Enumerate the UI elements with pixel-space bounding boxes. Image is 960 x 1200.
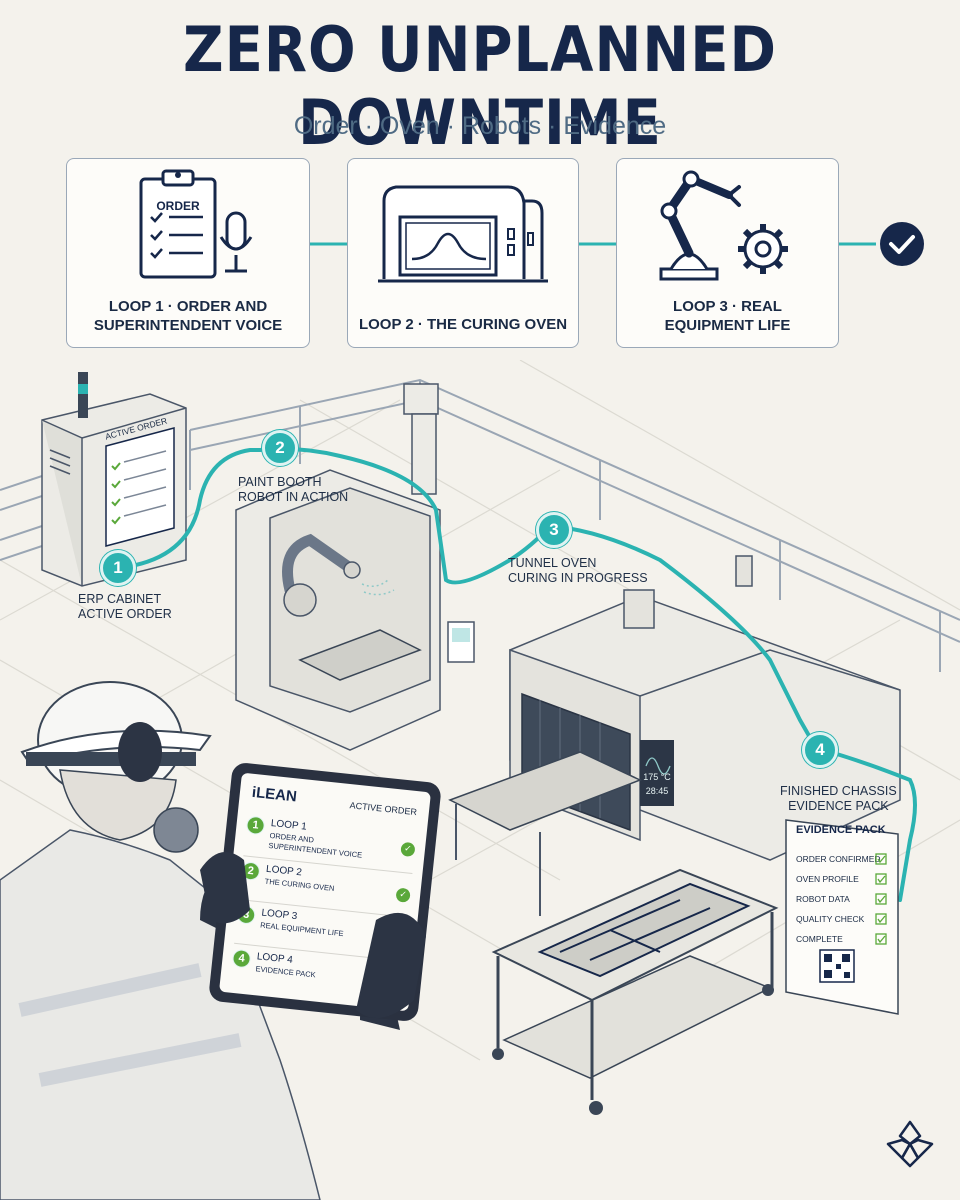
chassis-cart xyxy=(491,868,779,1115)
page-title: ZERO UNPLANNED DOWNTIME xyxy=(183,14,777,160)
evidence-item: QUALITY CHECK xyxy=(796,914,865,924)
step-3-badge: 3 xyxy=(536,512,572,548)
tunnel-oven xyxy=(448,555,901,916)
step-4-badge: 4 xyxy=(802,732,838,768)
loop-card-1-label: LOOP 1 · ORDER AND SUPERINTENDENT VOICE xyxy=(67,297,309,335)
oven-temperature: 175 °C xyxy=(643,772,671,782)
loop-card-1-label-line2: SUPERINTENDENT VOICE xyxy=(93,317,283,334)
step-1-badge: 1 xyxy=(100,550,136,586)
step-2-label: PAINT BOOTH ROBOT IN ACTION xyxy=(238,475,348,505)
step-3-label-line1: TUNNEL OVEN xyxy=(508,556,597,570)
erp-cabinet xyxy=(41,372,187,587)
step-2-badge: 2 xyxy=(262,430,298,466)
oven-display: 175 °C 28:45 xyxy=(640,770,674,798)
step-2-label-line2: ROBOT IN ACTION xyxy=(238,490,349,504)
loop-card-3-label-line2: EQUIPMENT LIFE xyxy=(664,317,791,334)
loop-card-1: ORDER LOOP 1 · ORDER AND SUPERINTENDENT … xyxy=(66,158,310,348)
loop-card-2-label-line1: LOOP 2 · THE CURING OVEN xyxy=(358,316,568,333)
clipboard-text: ORDER xyxy=(156,199,200,213)
evidence-item: COMPLETE xyxy=(796,934,843,944)
evidence-item: ROBOT DATA xyxy=(796,894,850,904)
evidence-item: ORDER CONFIRMED xyxy=(796,854,881,864)
card-connectors xyxy=(308,222,924,266)
check-circle-icon xyxy=(880,222,924,266)
page-subtitle: Order · Oven · Robots · Evidence xyxy=(293,112,667,140)
loop-card-2: LOOP 2 · THE CURING OVEN xyxy=(347,158,579,348)
worker-figure xyxy=(0,681,400,1200)
step-4-label-line2: EVIDENCE PACK xyxy=(788,799,889,813)
tablet-item-1-number: 1 xyxy=(245,815,266,836)
evidence-pack-board xyxy=(785,819,899,1015)
curing-oven-icon xyxy=(378,185,548,283)
step-3-label-line2: CURING IN PROGRESS xyxy=(508,571,648,585)
evidence-pack-title: EVIDENCE PACK xyxy=(796,824,886,836)
oven-timer: 28:45 xyxy=(645,786,669,796)
loop-card-3: LOOP 3 · REAL EQUIPMENT LIFE xyxy=(616,158,839,348)
loop-card-2-label: LOOP 2 · THE CURING OVEN xyxy=(348,315,578,334)
loop-card-3-label-line1: LOOP 3 · REAL xyxy=(673,298,782,315)
step-1-label: ERP CABINET ACTIVE ORDER xyxy=(78,592,172,622)
evidence-item: OVEN PROFILE xyxy=(796,874,859,884)
step-4-label: FINISHED CHASSIS EVIDENCE PACK xyxy=(780,784,897,814)
worker-gloves xyxy=(200,852,426,1018)
clipboard-microphone-icon xyxy=(139,169,253,279)
paint-booth xyxy=(235,383,475,751)
loop-card-3-label: LOOP 3 · REAL EQUIPMENT LIFE xyxy=(617,297,838,335)
brand-logo xyxy=(886,1120,934,1168)
step-4-label-line1: FINISHED CHASSIS xyxy=(780,784,897,798)
tablet-brand: iLEAN xyxy=(251,783,298,806)
loop-card-1-label-line1: LOOP 1 · ORDER AND xyxy=(108,298,268,315)
evidence-checkboxes xyxy=(875,853,887,945)
evidence-pack: EVIDENCE PACK ORDER CONFIRMED OVEN PROFI… xyxy=(796,824,896,945)
step-3-label: TUNNEL OVEN CURING IN PROGRESS xyxy=(508,556,648,586)
tablet-item-1-title: LOOP 1 xyxy=(270,817,308,833)
step-1-label-line1: ERP CABINET xyxy=(78,592,162,606)
factory-scene xyxy=(0,360,960,1200)
step-2-label-line1: PAINT BOOTH xyxy=(238,475,322,489)
robot-arm-gear-icon xyxy=(659,170,788,281)
step-1-label-line2: ACTIVE ORDER xyxy=(78,607,172,621)
tablet-header: ACTIVE ORDER xyxy=(349,800,418,818)
